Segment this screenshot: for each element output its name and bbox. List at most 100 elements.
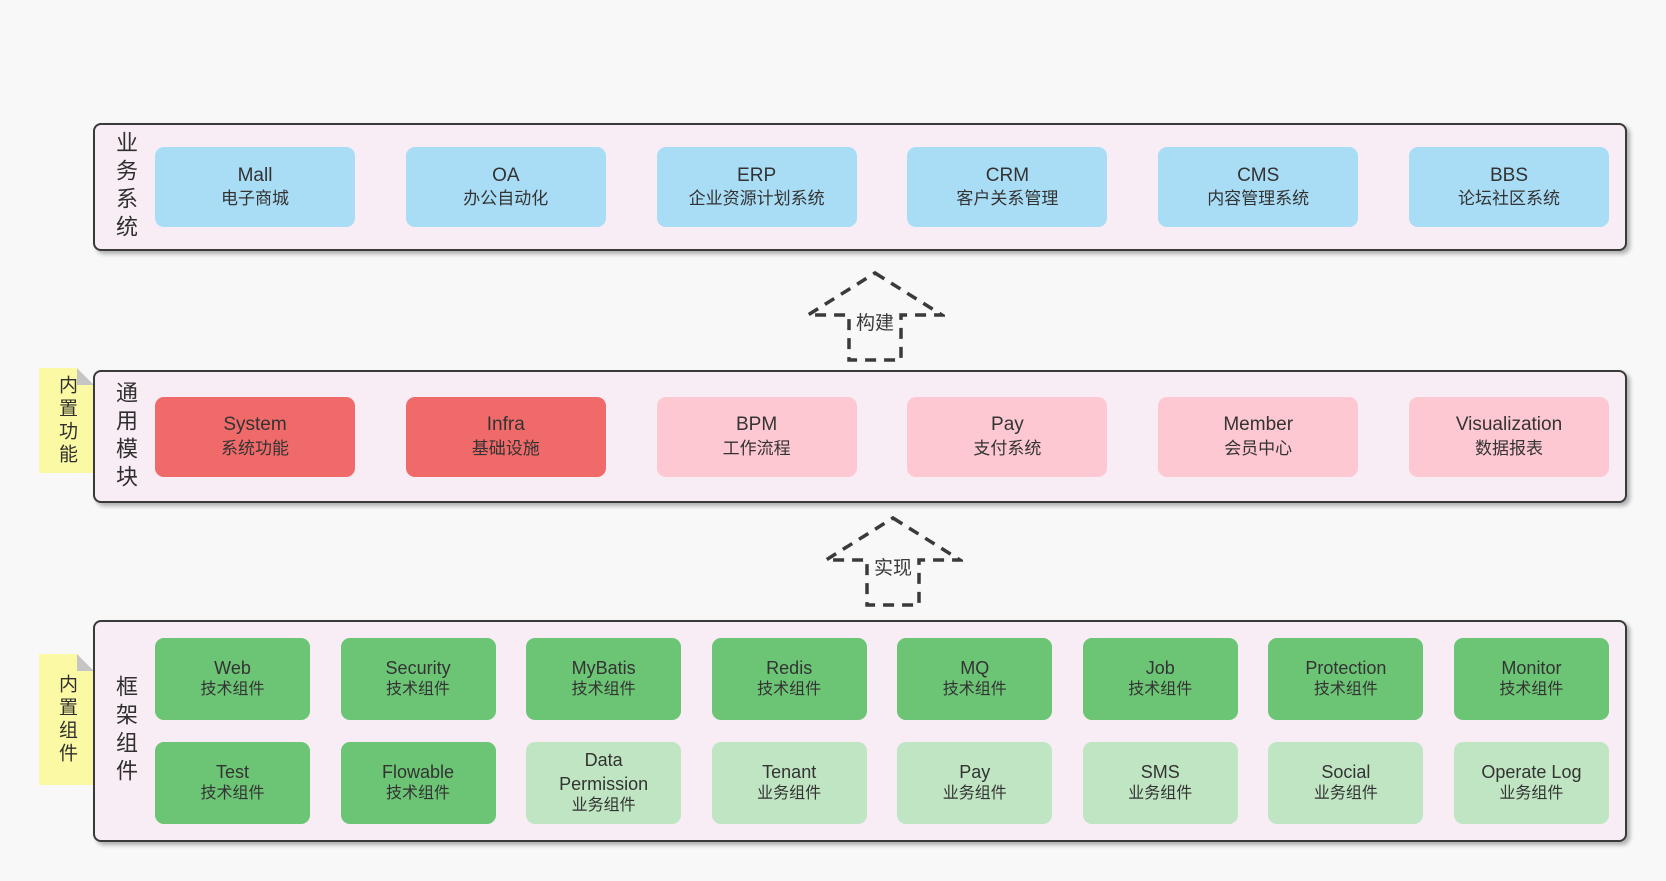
box-title: Test	[215, 761, 249, 782]
layer-label: 业务系统	[113, 131, 138, 243]
up-arrow-icon	[805, 270, 945, 362]
box-subtitle: 技术组件	[942, 681, 1007, 699]
box-data-permission: Data Permission 业务组件	[526, 742, 682, 824]
box-title: Data Permission	[559, 750, 649, 794]
box-redis: Redis 技术组件	[711, 638, 867, 720]
box-monitor: Monitor 技术组件	[1453, 638, 1609, 720]
box-title: Mall	[237, 164, 273, 186]
box-subtitle: 业务组件	[757, 785, 822, 803]
box-mybatis: MyBatis 技术组件	[526, 638, 682, 720]
box-title: Operate Log	[1481, 761, 1582, 782]
box-tenant: Tenant 业务组件	[711, 742, 867, 824]
box-subtitle: 支付系统	[973, 438, 1042, 458]
box-subtitle: 技术组件	[1128, 681, 1193, 699]
box-sms: SMS 业务组件	[1082, 742, 1238, 824]
box-title: Infra	[486, 414, 525, 436]
box-title: Pay	[991, 414, 1024, 436]
box-title: Protection	[1305, 657, 1387, 678]
box-title: Member	[1223, 414, 1294, 436]
box-subtitle: 系统功能	[221, 438, 289, 458]
box-subtitle: 技术组件	[386, 681, 451, 699]
box-member: Member 会员中心	[1158, 396, 1359, 477]
box-title: Flowable	[382, 761, 455, 782]
layer-business-systems: 业务系统 Mall 电子商城 OA 办公自动化 ERP 企业资源计划系统 CRM…	[93, 123, 1627, 251]
box-title: BBS	[1489, 164, 1528, 186]
sticky-note-built-in-functions: 内置功能	[39, 368, 94, 473]
box-title: Tenant	[762, 761, 817, 782]
layer-label-zone: 通用模块	[95, 372, 155, 501]
box-web: Web 技术组件	[155, 638, 310, 720]
layer-label-zone: 框架组件	[95, 622, 155, 840]
box-title: Redis	[766, 657, 813, 678]
build-arrow: 构建	[805, 268, 945, 363]
box-subtitle: 技术组件	[571, 681, 636, 699]
box-title: MyBatis	[571, 657, 636, 678]
implement-arrow-label: 实现	[870, 551, 916, 582]
box-title: CRM	[985, 164, 1030, 186]
layer-common-modules: 通用模块 System 系统功能 Infra 基础设施 BPM 工作流程 Pay…	[93, 370, 1627, 503]
box-subtitle: 办公自动化	[463, 189, 549, 209]
box-title: OA	[492, 164, 520, 186]
sticky-note-label: 内置组件	[56, 673, 77, 766]
box-title: Pay	[959, 761, 991, 782]
box-test: Test 技术组件	[155, 742, 310, 824]
box-security: Security 技术组件	[340, 638, 496, 720]
box-title: Monitor	[1501, 657, 1562, 678]
box-title: Social	[1321, 761, 1371, 782]
box-subtitle: 内容管理系统	[1207, 189, 1310, 209]
box-bpm: BPM 工作流程	[656, 396, 857, 477]
box-title: BPM	[736, 414, 778, 436]
box-crm: CRM 客户关系管理	[907, 147, 1108, 227]
box-title: Job	[1145, 657, 1175, 678]
box-erp: ERP 企业资源计划系统	[656, 147, 857, 227]
sticky-note-built-in-components: 内置组件	[39, 654, 94, 785]
box-protection: Protection 技术组件	[1268, 638, 1424, 720]
business-boxes-row: Mall 电子商城 OA 办公自动化 ERP 企业资源计划系统 CRM 客户关系…	[155, 125, 1625, 249]
box-cms: CMS 内容管理系统	[1158, 147, 1359, 227]
box-visualization: Visualization 数据报表	[1408, 396, 1609, 477]
box-subtitle: 企业资源计划系统	[688, 189, 825, 209]
box-subtitle: 业务组件	[1499, 785, 1564, 803]
box-subtitle: 技术组件	[386, 785, 451, 803]
box-title: Visualization	[1455, 414, 1563, 436]
build-arrow-label: 构建	[852, 306, 898, 337]
box-bbs: BBS 论坛社区系统	[1408, 147, 1609, 227]
module-boxes-row: System 系统功能 Infra 基础设施 BPM 工作流程 Pay 支付系统…	[155, 372, 1625, 501]
layer-label-zone: 业务系统	[95, 125, 155, 249]
box-mall: Mall 电子商城	[155, 147, 355, 227]
box-title: System	[223, 414, 287, 436]
box-infra: Infra 基础设施	[405, 396, 606, 477]
box-subtitle: 技术组件	[757, 681, 822, 699]
up-arrow-icon	[823, 515, 963, 607]
box-subtitle: 业务组件	[571, 796, 636, 814]
box-title: SMS	[1140, 761, 1180, 782]
box-subtitle: 会员中心	[1224, 438, 1293, 458]
layer-label: 通用模块	[113, 380, 138, 493]
box-flowable: Flowable 技术组件	[340, 742, 496, 824]
box-subtitle: 业务组件	[1313, 785, 1378, 803]
box-subtitle: 基础设施	[471, 438, 540, 458]
layer-framework-components: 框架组件 Web 技术组件 Security 技术组件 MyBatis 技术组件…	[93, 620, 1627, 842]
box-title: Security	[385, 657, 451, 678]
box-social: Social 业务组件	[1268, 742, 1424, 824]
box-operate-log: Operate Log 业务组件	[1453, 742, 1609, 824]
box-mq: MQ 技术组件	[897, 638, 1053, 720]
component-boxes-grid: Web 技术组件 Security 技术组件 MyBatis 技术组件 Redi…	[155, 622, 1625, 840]
box-subtitle: 工作流程	[722, 438, 791, 458]
box-oa: OA 办公自动化	[405, 147, 606, 227]
box-pay-business: Pay 业务组件	[897, 742, 1053, 824]
box-subtitle: 客户关系管理	[956, 189, 1059, 209]
box-pay: Pay 支付系统	[907, 396, 1108, 477]
box-subtitle: 业务组件	[942, 785, 1007, 803]
box-subtitle: 技术组件	[200, 785, 265, 803]
box-subtitle: 技术组件	[200, 681, 265, 699]
box-subtitle: 技术组件	[1313, 681, 1378, 699]
box-subtitle: 论坛社区系统	[1457, 189, 1560, 209]
box-title: ERP	[737, 164, 777, 186]
box-subtitle: 数据报表	[1474, 438, 1543, 458]
box-title: MQ	[960, 657, 990, 678]
box-subtitle: 技术组件	[1499, 681, 1564, 699]
box-system: System 系统功能	[155, 396, 355, 477]
box-job: Job 技术组件	[1082, 638, 1238, 720]
